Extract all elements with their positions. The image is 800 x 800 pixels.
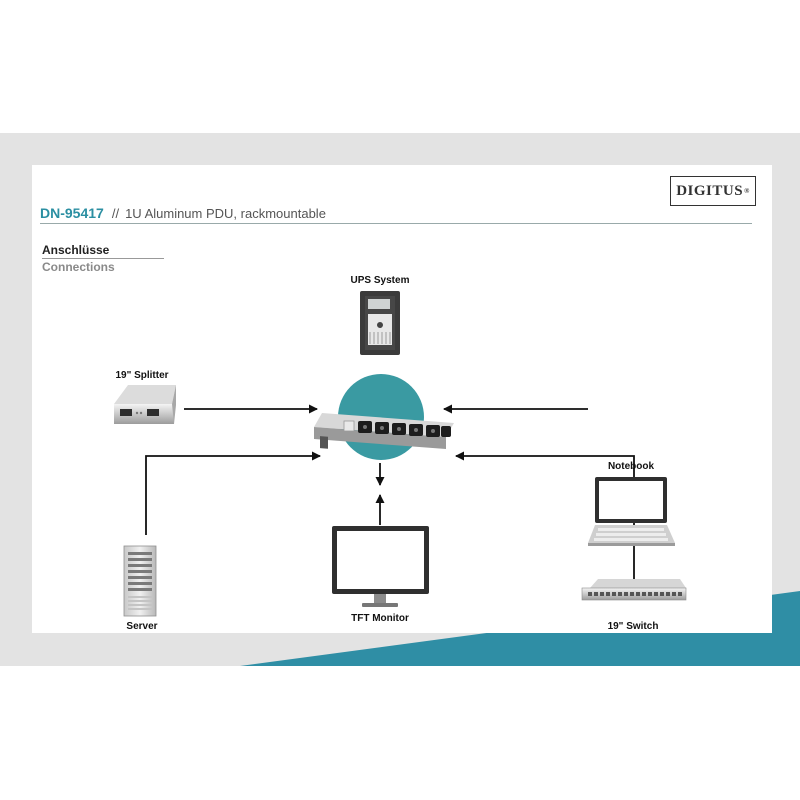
label-switch: 19" Switch bbox=[607, 621, 659, 632]
diagram-card: DIGITUS® DN-95417 // 1U Aluminum PDU, rack… bbox=[32, 165, 772, 633]
laptop-icon bbox=[588, 477, 675, 546]
section-title-en: Connections bbox=[42, 260, 115, 274]
header-divider bbox=[40, 223, 752, 224]
splitter-icon bbox=[114, 385, 176, 424]
header-separator: // bbox=[111, 206, 120, 221]
label-ups: UPS System bbox=[350, 275, 410, 286]
network-switch-icon bbox=[581, 579, 687, 601]
connection-diagram bbox=[114, 291, 687, 617]
product-code: DN-95417 bbox=[40, 205, 104, 221]
pdu-icon bbox=[314, 413, 454, 449]
server-tower-icon bbox=[123, 545, 157, 617]
label-notebook: Notebook bbox=[607, 461, 655, 472]
product-title: 1U Aluminum PDU, rackmountable bbox=[125, 206, 326, 221]
label-splitter: 19" Splitter bbox=[115, 370, 169, 381]
digitus-logo: DIGITUS® bbox=[670, 176, 756, 206]
product-header: DN-95417 // 1U Aluminum PDU, rackmountable bbox=[40, 205, 326, 221]
ups-icon bbox=[360, 291, 400, 355]
monitor-icon bbox=[332, 526, 429, 607]
label-monitor: TFT Monitor bbox=[351, 613, 409, 624]
arrow-server bbox=[145, 451, 321, 535]
section-divider bbox=[42, 258, 164, 259]
label-server: Server bbox=[126, 621, 158, 632]
section-title-de: Anschlüsse bbox=[42, 243, 110, 257]
background-band: DIGITUS® DN-95417 // 1U Aluminum PDU, rack… bbox=[0, 133, 800, 666]
